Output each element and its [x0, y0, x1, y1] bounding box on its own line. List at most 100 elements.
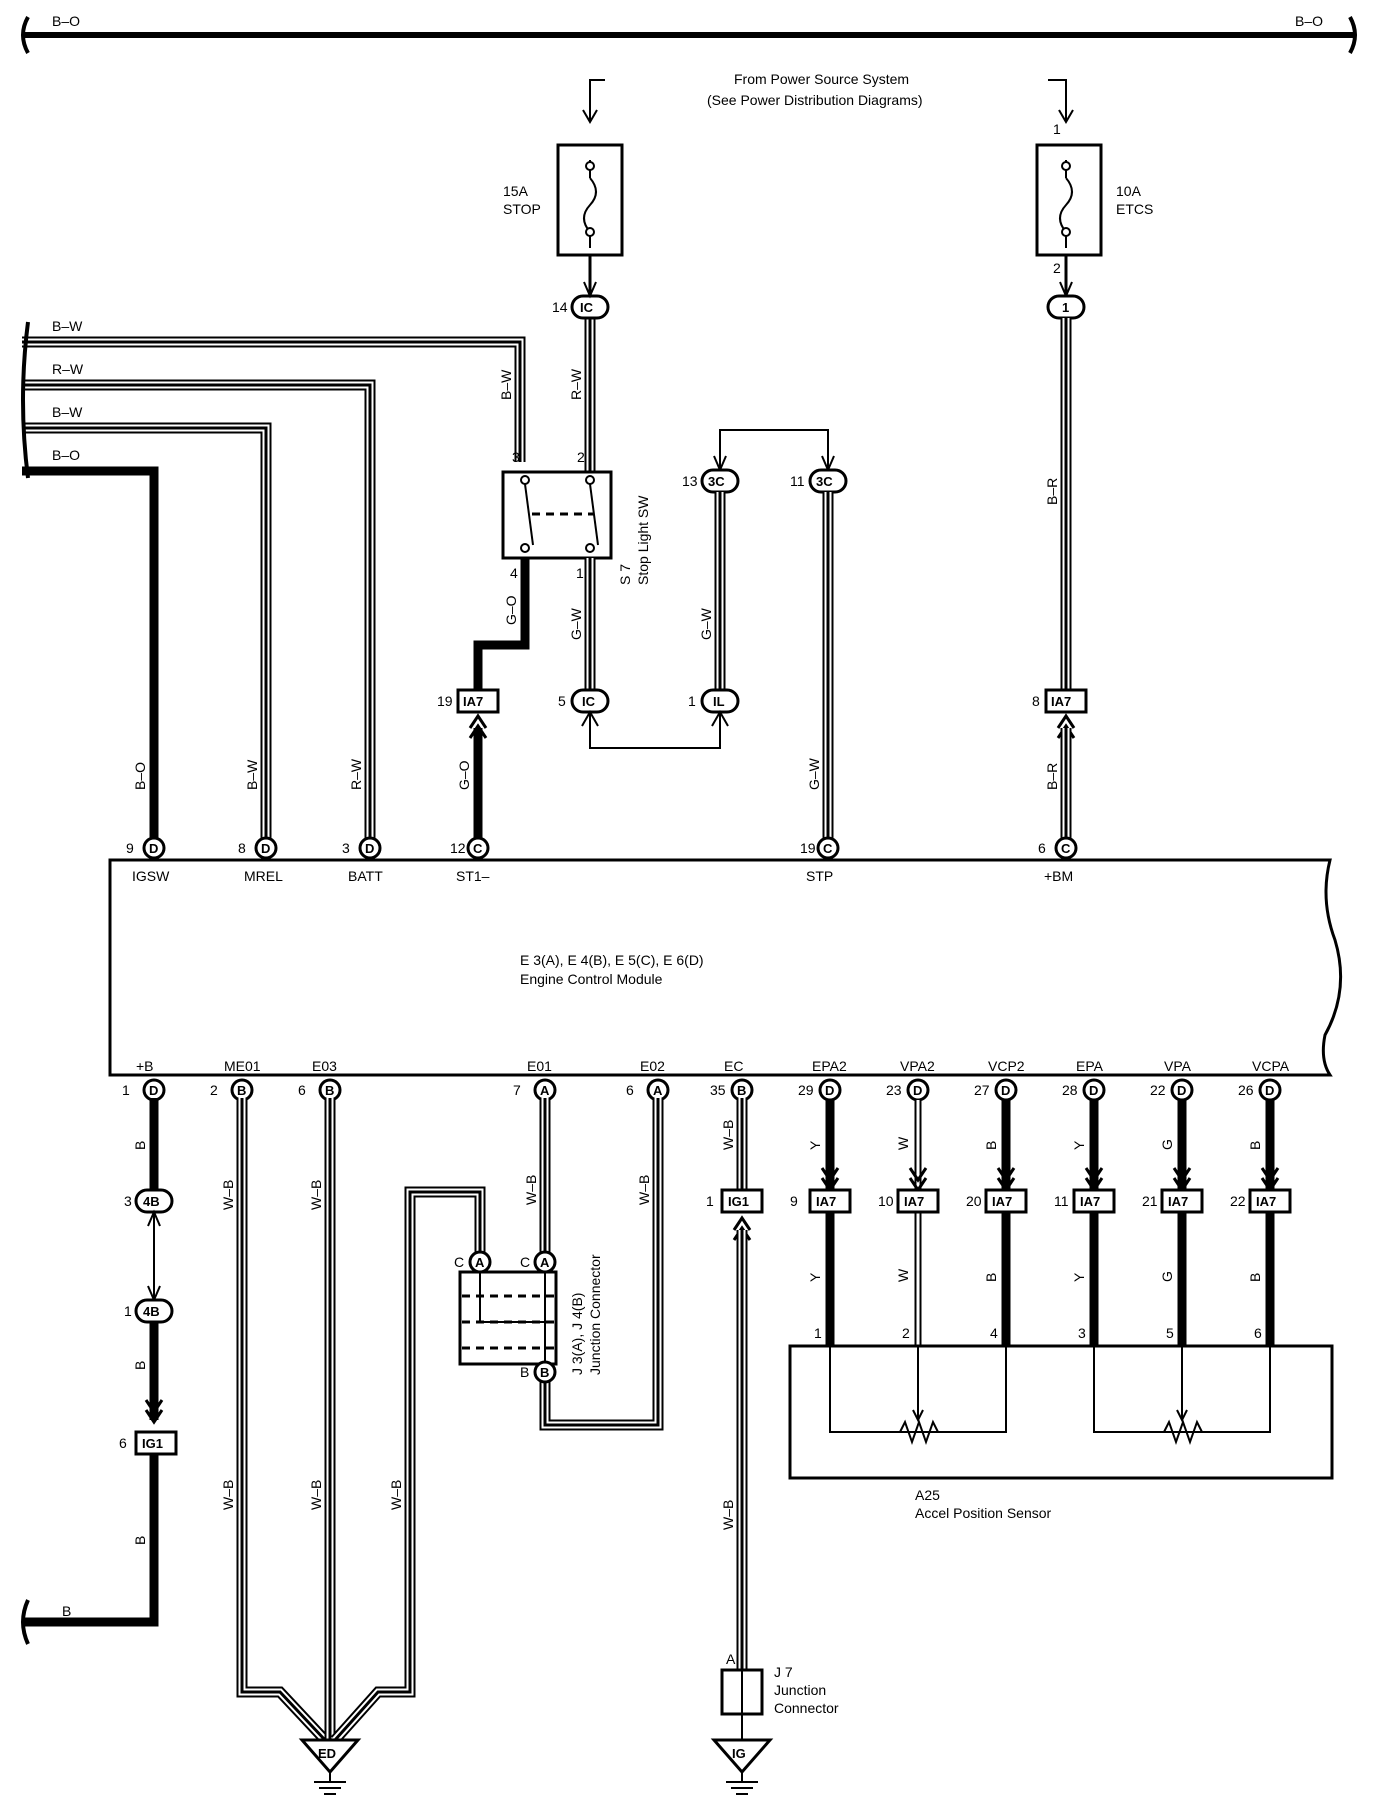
wire-label-wb8: W–B — [720, 1120, 736, 1150]
connector-il-1-code: IL — [713, 694, 725, 709]
j34-conn-a2: A — [540, 1255, 550, 1270]
wire-label-br-top: B–R — [1044, 478, 1060, 505]
plus-b-circuit: B 4B 3 4B 1 B IG1 6 B B — [21, 1098, 178, 1645]
ecm-bottom-terminal-conn: A — [653, 1083, 663, 1098]
j34-conn-a1: A — [475, 1255, 485, 1270]
wire-label-br-bot: B–R — [1044, 763, 1060, 790]
connector-ia7-8-pin: 8 — [1032, 693, 1040, 709]
j7-name-line1: Junction — [774, 1682, 826, 1698]
sensor-wire: IA711YY3EP1 — [1054, 1100, 1129, 1369]
sensor-wire-conn: IA7 — [816, 1194, 836, 1209]
power-bus: B–O B–O — [21, 13, 1357, 54]
sensor-wire-pin: 20 — [966, 1193, 982, 1209]
sensor-wire-color-upper: B — [1247, 1141, 1263, 1150]
ecm-bottom-terminal-pin: 29 — [798, 1082, 814, 1098]
connector-ic-14-code: IC — [580, 300, 594, 315]
wire-label-b-ground: B — [62, 1603, 71, 1619]
sensor-pin-number: 1 — [814, 1325, 822, 1341]
ecm-bottom-terminal-name: E01 — [527, 1058, 552, 1074]
sensor-pin-number: 6 — [1254, 1325, 1262, 1341]
junction-connector-j3-j4: W–B W–B A A B C C B J 3(A), J 4(B) Junct… — [404, 1098, 664, 1431]
ecm-bottom-terminals: D1+BB2ME01B6E03A7E01A6E02B35ECD29EPA2D23… — [122, 1058, 1290, 1102]
sensor-wire-color-upper: Y — [1071, 1140, 1087, 1150]
connector-3c-13-code: 3C — [708, 474, 725, 489]
sensor-wire: IA710WW2VPA2 — [878, 1100, 961, 1369]
connector-3c-13-pin: 13 — [682, 473, 698, 489]
ecm-top-terminal-pin: 6 — [1038, 840, 1046, 856]
ecm-bottom-terminal: D 29 EPA2 — [798, 1058, 847, 1102]
accel-position-sensor: A25 Accel Position Sensor — [788, 1344, 1334, 1521]
connector-ia7-8-code: IA7 — [1051, 694, 1071, 709]
sensor-wire-color-lower: Y — [807, 1272, 823, 1282]
connector-il-1-pin: 1 — [688, 693, 696, 709]
ecm-top-terminal-conn: D — [149, 841, 158, 856]
j34-pin-b: B — [520, 1364, 529, 1380]
ecm-top-terminal-name: MREL — [244, 868, 283, 884]
connector-4b-3-pin: 3 — [124, 1193, 132, 1209]
connector-3c-11-pin: 11 — [790, 473, 805, 489]
sensor-wire-pin: 22 — [1230, 1193, 1246, 1209]
j7-name-line2: Connector — [774, 1700, 839, 1716]
ecm-code: E 3(A), E 4(B), E 5(C), E 6(D) — [520, 952, 704, 968]
sensor-wire-conn: IA7 — [1256, 1194, 1276, 1209]
sensor-wire-conn: IA7 — [992, 1194, 1012, 1209]
wire-label-wb5: W–B — [388, 1480, 404, 1510]
sensor-wire: IA722BB6VCP1 — [1230, 1100, 1315, 1369]
power-source-line2: (See Power Distribution Diagrams) — [707, 92, 923, 108]
left-wire-bundle: B–W R–W B–W B–O — [21, 318, 526, 848]
connector-3c-11-code: 3C — [816, 474, 833, 489]
ecm-bottom-terminal-name: E02 — [640, 1058, 665, 1074]
fuse-stop-amp: 15A — [503, 183, 529, 199]
ecm-top-terminal-name: BATT — [348, 868, 383, 884]
engine-control-module: E 3(A), E 4(B), E 5(C), E 6(D) Engine Co… — [108, 858, 1343, 1077]
j34-code: J 3(A), J 4(B) — [569, 1293, 585, 1375]
wire-label-go-bot: G–O — [456, 760, 472, 790]
ecm-bottom-terminal-conn: D — [825, 1083, 834, 1098]
stop-sw-pin-4: 4 — [510, 565, 518, 581]
connector-ig1-6-pin: 6 — [119, 1435, 127, 1451]
connector-ig1-1-pin: 1 — [706, 1193, 714, 1209]
connector-ic-14-pin: 14 — [552, 299, 568, 315]
wire-label-rw: R–W — [348, 758, 364, 790]
sensor-pin-number: 3 — [1078, 1325, 1086, 1341]
ecm-top-terminal-pin: 12 — [450, 840, 466, 856]
sensor-wire-color-lower: Y — [1071, 1272, 1087, 1282]
sensor-wire: IA720BB4VCP2 — [966, 1100, 1051, 1369]
stop-sw-wire-rw: R–W — [568, 368, 584, 400]
wire-label-bw: B–W — [244, 759, 260, 790]
connector-3c-pair: 3C 3C 13 11 G–W G–W — [682, 429, 848, 848]
ecm-top-terminal-pin: 8 — [238, 840, 246, 856]
fuse-etcs-pin-in: 1 — [1053, 121, 1061, 137]
ecm-bottom-terminal-conn: B — [325, 1083, 334, 1098]
ecm-bottom-terminal-pin: 26 — [1238, 1082, 1254, 1098]
ecm-bottom-terminal-name: EPA2 — [812, 1058, 847, 1074]
ecm-bottom-terminal-pin: 23 — [886, 1082, 902, 1098]
sensor-wire-conn: IA7 — [1080, 1194, 1100, 1209]
ecm-top-terminal-conn: D — [261, 841, 270, 856]
ecm-bottom-terminal-conn: D — [1177, 1083, 1186, 1098]
fuse-stop-name: STOP — [503, 201, 541, 217]
wire-label-bo: B–O — [132, 762, 148, 790]
ecm-top-terminal-conn: C — [823, 841, 833, 856]
wire-label-wb9: W–B — [720, 1500, 736, 1530]
sensor-wire: IA79YY1EP2 — [790, 1100, 865, 1369]
accel-sensor-code: A25 — [915, 1487, 940, 1503]
stop-light-switch: R–W B–W 3 2 4 1 S 7 Stop Light SW G–O G–… — [473, 310, 651, 690]
ecm-bottom-terminal-pin: 7 — [513, 1082, 521, 1098]
wire-label-wb6: W–B — [523, 1175, 539, 1205]
ecm-name: Engine Control Module — [520, 971, 663, 987]
connector-ia7-19-pin: 19 — [437, 693, 453, 709]
sensor-wire-color-upper: Y — [807, 1140, 823, 1150]
sensor-wire: IA721GG5VPA1 — [1142, 1100, 1225, 1369]
wire-label-gw-stp: G–W — [806, 757, 822, 790]
sensor-pin-number: 5 — [1166, 1325, 1174, 1341]
